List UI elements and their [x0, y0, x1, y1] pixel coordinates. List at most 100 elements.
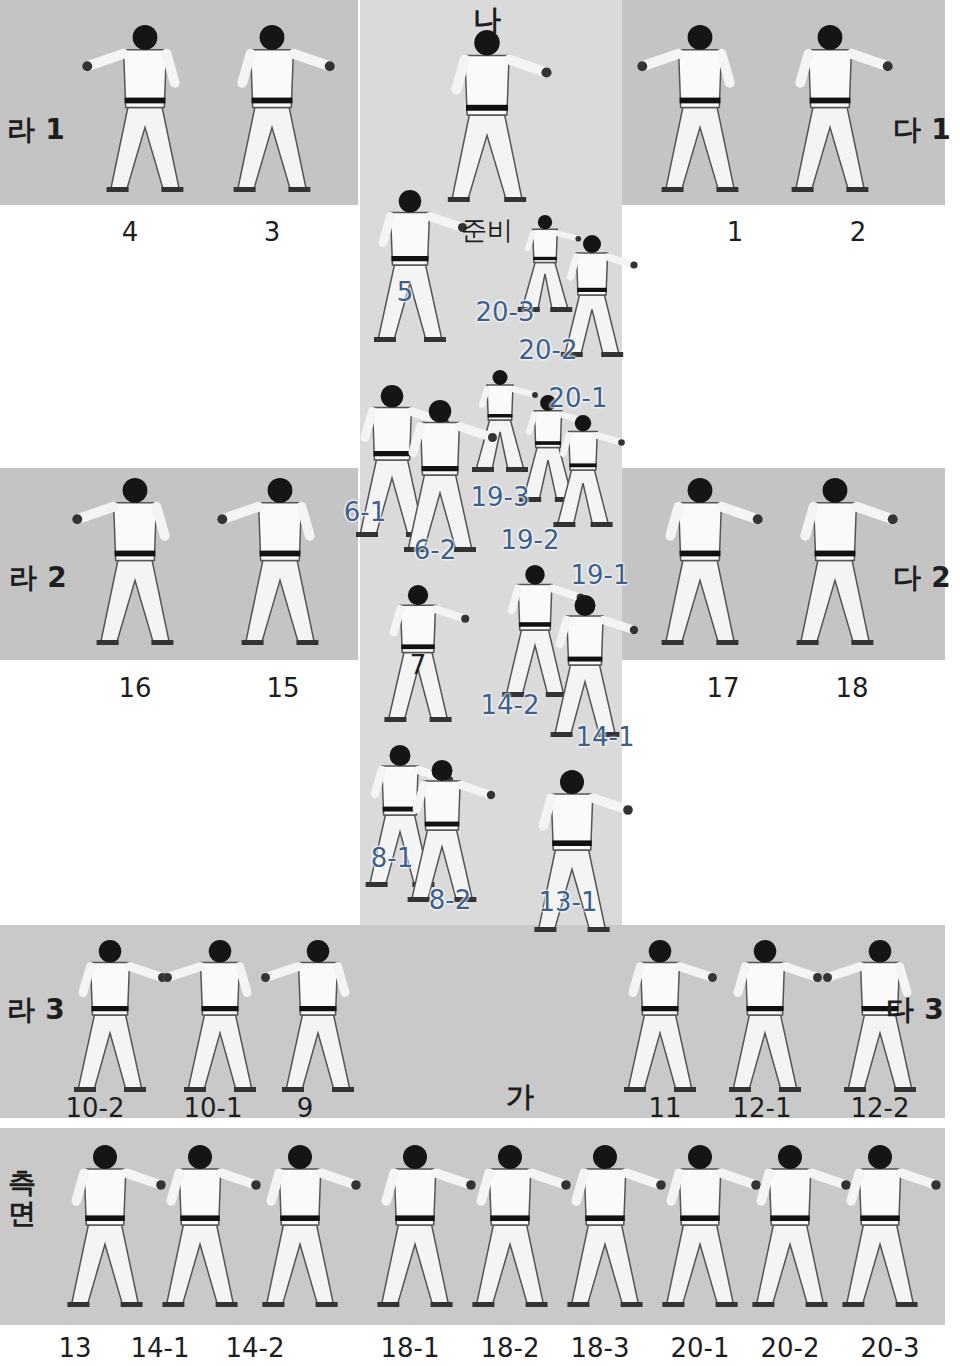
figure-legs: [506, 630, 564, 695]
figure-arm: [430, 217, 463, 228]
figure-foot: [806, 1302, 828, 1307]
figure-arm: [557, 233, 578, 239]
figure-arm: [785, 967, 818, 978]
panel: 다 1: [622, 0, 945, 205]
figure-head: [823, 478, 848, 503]
figure-arm: [383, 217, 391, 243]
panel: 다 2: [622, 468, 945, 660]
figure-torso: [679, 503, 722, 561]
figure-legs: [848, 1015, 912, 1090]
figure-foot: [384, 717, 406, 722]
panel-ground: [0, 925, 945, 1118]
figure-arm: [436, 609, 466, 619]
figure-head: [123, 478, 148, 503]
figure-foot: [366, 882, 388, 887]
figure-torso: [746, 963, 785, 1016]
figure-arm: [166, 54, 174, 83]
figure-arm: [482, 389, 487, 405]
figure-foot: [716, 187, 738, 192]
figure-arm: [266, 967, 299, 978]
figure-legs: [666, 1225, 733, 1305]
figure-belt: [490, 1215, 530, 1221]
figure-arm: [481, 1173, 489, 1201]
figure-arm: [543, 798, 551, 826]
figure-belt: [425, 822, 460, 827]
figure-head: [209, 940, 232, 963]
move-number: 1: [727, 218, 744, 247]
figure-foot: [316, 1302, 338, 1307]
move-number: 12-2: [850, 1094, 909, 1123]
figure-fist: [325, 61, 335, 71]
figure-foot: [356, 532, 378, 537]
figure-foot: [282, 1087, 304, 1092]
figure-foot: [184, 1087, 206, 1092]
figure-head: [381, 385, 404, 408]
figure-legs: [238, 108, 307, 191]
figure-torso: [769, 1169, 811, 1225]
practitioner-figure: [67, 1145, 165, 1307]
figure-torso: [299, 963, 338, 1016]
practitioner-figure: [74, 940, 167, 1092]
figure-belt: [815, 551, 856, 557]
direction-label: 라 3: [7, 995, 64, 1026]
practitioner-figure: [262, 1145, 360, 1307]
figure-arm: [901, 1173, 936, 1185]
figure-belt: [252, 98, 293, 104]
figure-arm: [531, 1173, 566, 1185]
figure-head: [429, 400, 452, 423]
practitioner-figure: [624, 940, 717, 1092]
figure-head: [432, 760, 453, 781]
figure-legs: [666, 561, 735, 644]
panel: 라 2: [0, 468, 358, 660]
figure-arm: [77, 507, 113, 520]
figure-arm: [413, 427, 421, 453]
figure-arm: [570, 257, 576, 277]
move-number: 6-2: [414, 536, 456, 565]
figure-fist: [823, 973, 832, 982]
figure-belt: [552, 840, 592, 846]
figure-foot: [262, 1302, 284, 1307]
figure-arm: [436, 1173, 471, 1185]
figure-foot: [752, 1302, 774, 1307]
direction-label: 나: [473, 5, 501, 36]
figure-arm: [386, 1173, 394, 1201]
figure-fist: [813, 973, 822, 982]
figure-belt: [91, 1006, 128, 1011]
figure-foot: [601, 352, 623, 357]
figure-legs: [78, 1015, 142, 1090]
figure-belt: [680, 551, 721, 557]
figure-belt: [746, 1006, 783, 1011]
figure-arm: [851, 1173, 859, 1201]
figure-head: [498, 1145, 522, 1169]
figure-torso: [814, 503, 857, 561]
figure-foot: [472, 1302, 494, 1307]
figure-arm: [394, 609, 401, 632]
figure-torso: [91, 963, 130, 1016]
figure-foot: [296, 640, 318, 645]
figure-foot: [234, 1087, 256, 1092]
direction-label: 다 1: [893, 115, 950, 146]
figure-foot: [624, 1087, 646, 1092]
practitioner-figure: [792, 25, 893, 192]
figure-arm: [552, 589, 581, 598]
figure-torso: [859, 1169, 901, 1225]
figure-foot: [216, 1302, 238, 1307]
move-number: 13: [58, 1333, 91, 1362]
figure-fist: [561, 1180, 571, 1190]
figure-arm: [671, 1173, 679, 1201]
move-number: 14-2: [225, 1333, 284, 1362]
figure-belt: [383, 807, 418, 812]
figure-foot: [151, 640, 173, 645]
figure-head: [688, 478, 713, 503]
figure-arm: [670, 507, 678, 536]
panel-ground: [0, 1128, 945, 1325]
practitioner-figure: [553, 415, 624, 527]
figure-foot: [288, 187, 310, 192]
figure-belt: [395, 1215, 435, 1221]
figure-foot: [234, 187, 256, 192]
figure-arm: [460, 785, 491, 795]
figure-belt: [85, 1215, 125, 1221]
figure-foot: [716, 1302, 738, 1307]
move-number: 14-2: [480, 691, 539, 720]
figure-torso: [382, 766, 418, 815]
